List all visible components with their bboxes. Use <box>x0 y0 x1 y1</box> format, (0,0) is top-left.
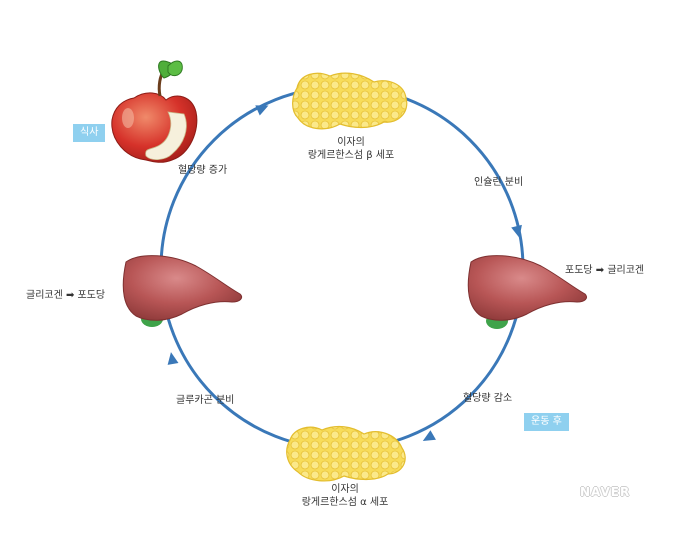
meal-tag: 식사 <box>73 124 106 142</box>
pancreas-icon <box>292 72 408 130</box>
beta-cell-label-line2: 랑게르한스섬 β 세포 <box>307 150 395 161</box>
alpha-cell-label: 이자의 랑게르한스섬 α 세포 <box>302 483 389 509</box>
arrowhead-bottom-right <box>422 430 436 441</box>
liver-icon <box>122 255 243 327</box>
arrowhead-right <box>511 224 522 238</box>
alpha-cell-label-line1: 이자의 <box>331 484 359 495</box>
blood-sugar-increase-label: 혈당량 증가 <box>178 165 228 176</box>
alpha-cell-label-line2: 랑게르한스섬 α 세포 <box>301 497 389 508</box>
blood-sugar-decrease-label: 혈당량 감소 <box>463 393 513 404</box>
beta-cell-label: 이자의 랑게르한스섬 β 세포 <box>308 136 394 162</box>
glucagon-secretion-label: 글루카곤 분비 <box>176 395 235 406</box>
arrowhead-top-left <box>255 105 269 116</box>
insulin-secretion-label: 인슐린 분비 <box>474 177 524 188</box>
apple-icon <box>111 60 198 163</box>
pancreas-icon <box>286 425 406 482</box>
after-exercise-tag: 운동 후 <box>524 413 569 431</box>
naver-watermark: NAVER <box>580 485 631 499</box>
beta-cell-label-line1: 이자의 <box>337 137 365 148</box>
liver-icon <box>467 255 588 329</box>
glucose-to-glycogen-label: 포도당 ➡ 글리코겐 <box>565 265 645 276</box>
arrowhead-left <box>167 352 179 365</box>
glycogen-to-glucose-label: 글리코겐 ➡ 포도당 <box>26 290 106 301</box>
